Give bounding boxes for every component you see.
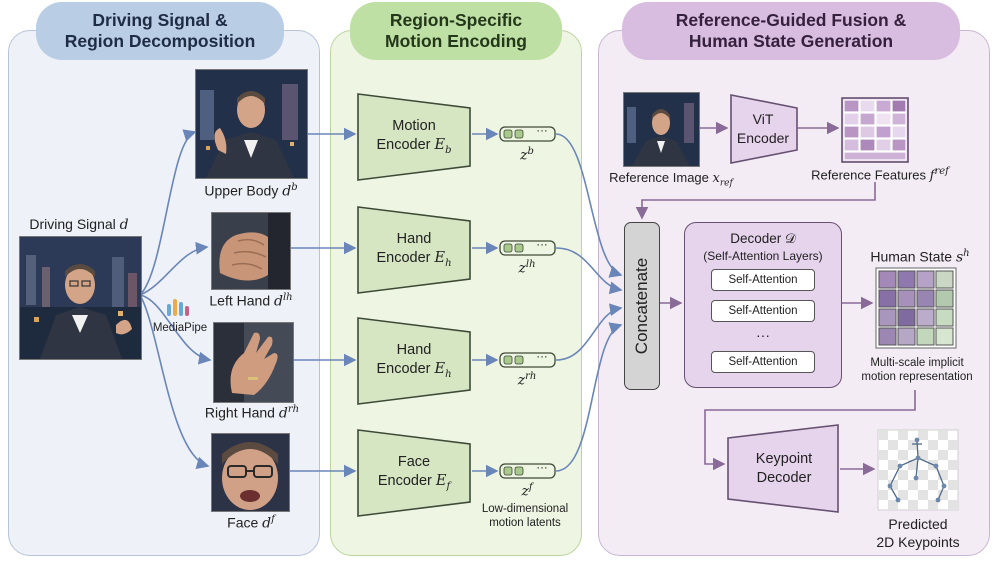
self-attention-layer: Self-Attention: [711, 351, 815, 373]
face-encoder-label: Face Encoder Ef: [377, 454, 451, 492]
keypoint-decoder-shape: [727, 424, 839, 513]
region-split-arrows: [139, 129, 212, 469]
hand-encoder-right-label: Hand Encoder Eh: [376, 342, 452, 380]
latent-dots: ···: [536, 239, 548, 251]
latent-label-right-hand: zrh: [517, 371, 537, 389]
encoder-shapes: [357, 93, 471, 517]
motion-encoder-label: Motion Encoder Eb: [376, 118, 452, 156]
left-hand-label: Left Hand dlh: [209, 292, 293, 310]
latent-dots: ···: [536, 351, 548, 363]
decoder-subtitle: (Self-Attention Layers): [703, 249, 823, 263]
hand-encoder-left-shape: [357, 206, 471, 294]
left-hand-image: [211, 212, 291, 290]
hand-encoder-right-shape: [357, 317, 471, 405]
region-to-encoder-arrows: [289, 127, 357, 478]
human-state-label: Human State sh: [870, 248, 970, 266]
latent-vectors: [499, 126, 556, 479]
header-fusion-generation: Reference-Guided Fusion &Human State Gen…: [622, 2, 960, 60]
reference-image: [623, 92, 700, 167]
motion-encoder-shape: [357, 93, 471, 181]
reference-image-label: Reference Image xref: [609, 170, 733, 189]
reference-features-grid: [841, 97, 909, 163]
upper-body-image: [195, 69, 308, 179]
mediapipe-icon: [167, 299, 189, 316]
hand-encoder-left-label: Hand Encoder Eh: [376, 231, 452, 269]
header-region-decomposition: Driving Signal &Region Decomposition: [36, 2, 284, 60]
self-attention-layer: Self-Attention: [711, 269, 815, 291]
decoder-ellipsis: ···: [756, 327, 770, 343]
decoder-title: Decoder 𝒟: [730, 231, 796, 246]
driving-signal-image: [19, 236, 142, 360]
reference-features-label: Reference Features fref: [811, 166, 949, 184]
vit-encoder-shape: [730, 94, 798, 164]
driving-signal-label: Driving Signal d: [29, 216, 129, 233]
right-hand-label: Right Hand drh: [204, 404, 300, 422]
right-hand-image: [213, 322, 294, 403]
upper-body-label: Upper Body db: [204, 182, 298, 200]
face-label: Face df: [227, 514, 275, 532]
self-attention-layer: Self-Attention: [711, 300, 815, 322]
face-encoder-shape: [357, 429, 471, 517]
latent-dots: ···: [536, 125, 548, 137]
human-state-grid: [875, 267, 957, 349]
mediapipe-label: MediaPipe: [152, 322, 208, 334]
latent-label-body: zb: [520, 146, 534, 164]
latent-label-face: zf: [521, 482, 533, 500]
latent-label-left-hand: zlh: [518, 259, 536, 277]
latent-to-concat-arrows: [555, 133, 623, 472]
face-image: [211, 433, 290, 512]
latent-dots: ···: [536, 462, 548, 474]
decoder-block: Decoder 𝒟 (Self-Attention Layers) Self-A…: [684, 222, 842, 388]
concatenate-block: Concatenate: [624, 222, 660, 390]
predicted-keypoints-image: [877, 429, 959, 511]
